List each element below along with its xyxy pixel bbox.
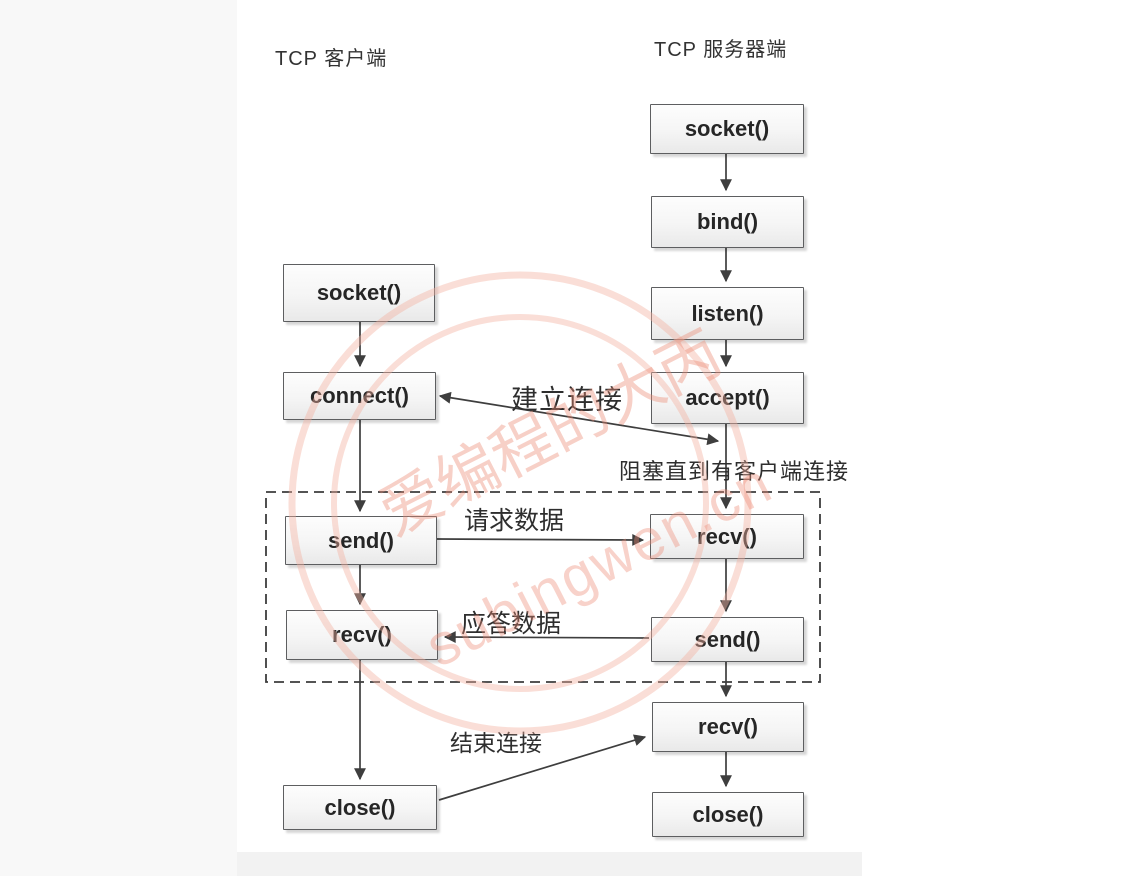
edge-label-request-data: 请求数据 — [464, 508, 565, 535]
flow-box-server-accept: accept() — [651, 372, 804, 424]
page-bottom-margin — [237, 852, 862, 876]
flow-box-server-send: send() — [651, 617, 804, 662]
edge-label-block-until-client: 阻塞直到有客户端连接 — [619, 459, 850, 484]
arrow-request-data — [436, 533, 645, 546]
flow-box-server-socket: socket() — [650, 104, 804, 154]
edge-label-response-data: 应答数据 — [461, 611, 562, 638]
server-column-title: TCP 服务器端 — [654, 39, 788, 61]
flow-box-client-connect: connect() — [283, 372, 436, 420]
client-column-title: TCP 客户端 — [275, 48, 388, 70]
flow-box-server-recv-1: recv() — [650, 514, 804, 559]
flow-box-client-send: send() — [285, 516, 437, 565]
flow-box-server-recv-2: recv() — [652, 702, 804, 752]
page-left-margin — [0, 0, 237, 876]
flow-box-server-bind: bind() — [651, 196, 804, 248]
flow-box-client-socket: socket() — [283, 264, 435, 322]
flow-box-server-close: close() — [652, 792, 804, 837]
flow-box-client-close: close() — [283, 785, 437, 830]
flow-box-server-listen: listen() — [651, 287, 804, 340]
edge-label-establish-connection: 建立连接 — [511, 385, 623, 415]
flow-box-client-recv: recv() — [286, 610, 438, 660]
edge-label-finish-connection: 结束连接 — [450, 731, 542, 756]
